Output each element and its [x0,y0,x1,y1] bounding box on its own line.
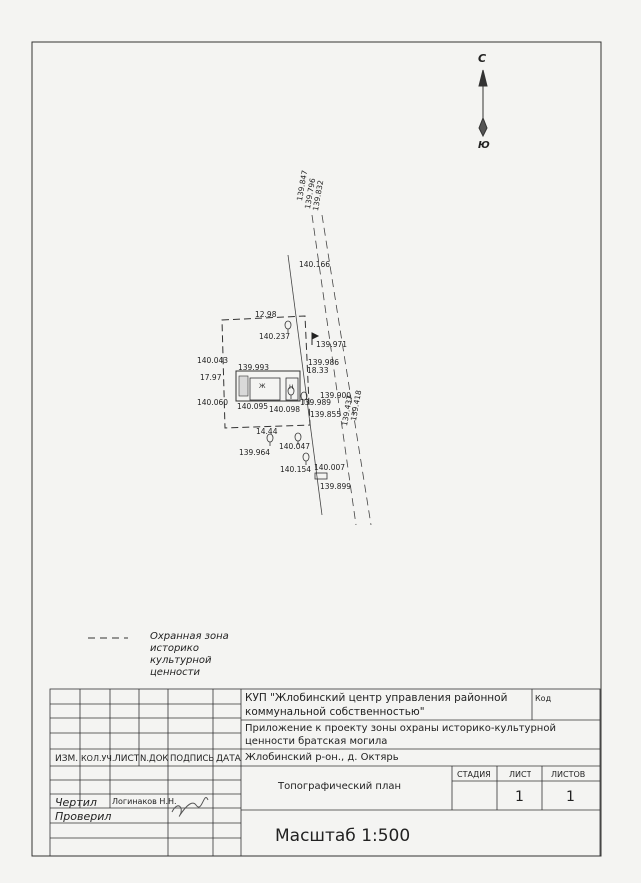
elev-label: 140.060 [197,398,229,407]
protection-zone-outline [221,315,311,429]
sheet-label: ЛИСТ [509,770,532,779]
header-data: ДАТА [216,754,241,764]
elev-label: 139.899 [320,482,352,491]
building-small [285,377,299,401]
south-label: Ю [478,140,490,151]
elev-label: 139.964 [239,448,271,457]
elev-label: 140.237 [259,332,291,341]
enclosure [235,370,301,402]
road-lines [287,214,372,526]
house-mark: Ж [259,383,266,390]
north-label: С [478,52,487,65]
organization-line-2: коммунальной собственностью" [245,706,425,718]
elev-label: 139.971 [316,340,348,349]
legend-text: историко [150,643,199,654]
sheets-value: 1 [566,789,575,805]
stage-label: СТАДИЯ [457,770,491,779]
drawn-by-label: Чертил [55,796,97,809]
organization-line-1: КУП "Жлобинский центр управления районно… [245,692,508,704]
sheets-label: ЛИСТОВ [551,770,586,779]
signature-icon [171,797,209,817]
tree-icon [266,320,310,465]
elev-label: 139.989 [300,398,332,407]
building-main [249,377,281,401]
code-label: Код [535,694,552,703]
header-kol-uch: КОЛ.УЧ. [81,754,115,763]
location-text: Жлобинский р-он., д. Октярь [245,752,399,763]
dim-label: 18.33 [307,366,329,375]
checked-by-label: Проверил [55,810,112,823]
legend: Охранная зона историко культурной ценнос… [150,631,229,679]
drawn-by-name: Логинаков Н.Н. [112,797,177,806]
dim-label: 12.98 [255,310,277,319]
building-mark: Н [289,384,294,391]
header-list: ЛИСТ [114,754,140,764]
drawing-title: Топографический план [278,781,402,792]
elev-label: 140.154 [280,465,312,474]
well-icon [314,472,328,480]
elev-label: 139.855 [310,410,342,419]
elev-label: 139.900 [320,391,352,400]
elev-label: 139.418 [349,389,364,422]
elev-label: 139.986 [308,358,340,367]
dim-label: 14.44 [256,427,278,436]
legend-text: культурной [150,655,212,666]
elev-label: 140.047 [279,442,311,451]
elev-label: 140.095 [237,402,269,411]
legend-text: Охранная зона [150,631,229,642]
elev-label: 140.166 [299,260,331,269]
elev-label: 140.098 [269,405,301,414]
legend-text: ценности [150,667,200,678]
header-izm: ИЗМ. [55,754,79,764]
header-n-dok: N.ДОК [140,754,169,764]
elev-label: 140.007 [314,463,346,472]
dim-label: 17.97 [200,373,222,382]
north-arrow-icon [478,69,488,138]
sheet-value: 1 [515,789,524,805]
scale-text: Масштаб 1:500 [275,826,411,846]
building-shaded [238,375,249,397]
project-line-1: Приложение к проекту зоны охраны историк… [245,723,556,734]
flag-icon [311,332,320,345]
header-podpis: ПОДПИСЬ [170,754,215,764]
title-block-grid [49,688,601,857]
project-line-2: ценности братская могила [245,736,388,747]
elev-label: 139.993 [238,363,270,372]
elev-label: 140.043 [197,356,229,365]
